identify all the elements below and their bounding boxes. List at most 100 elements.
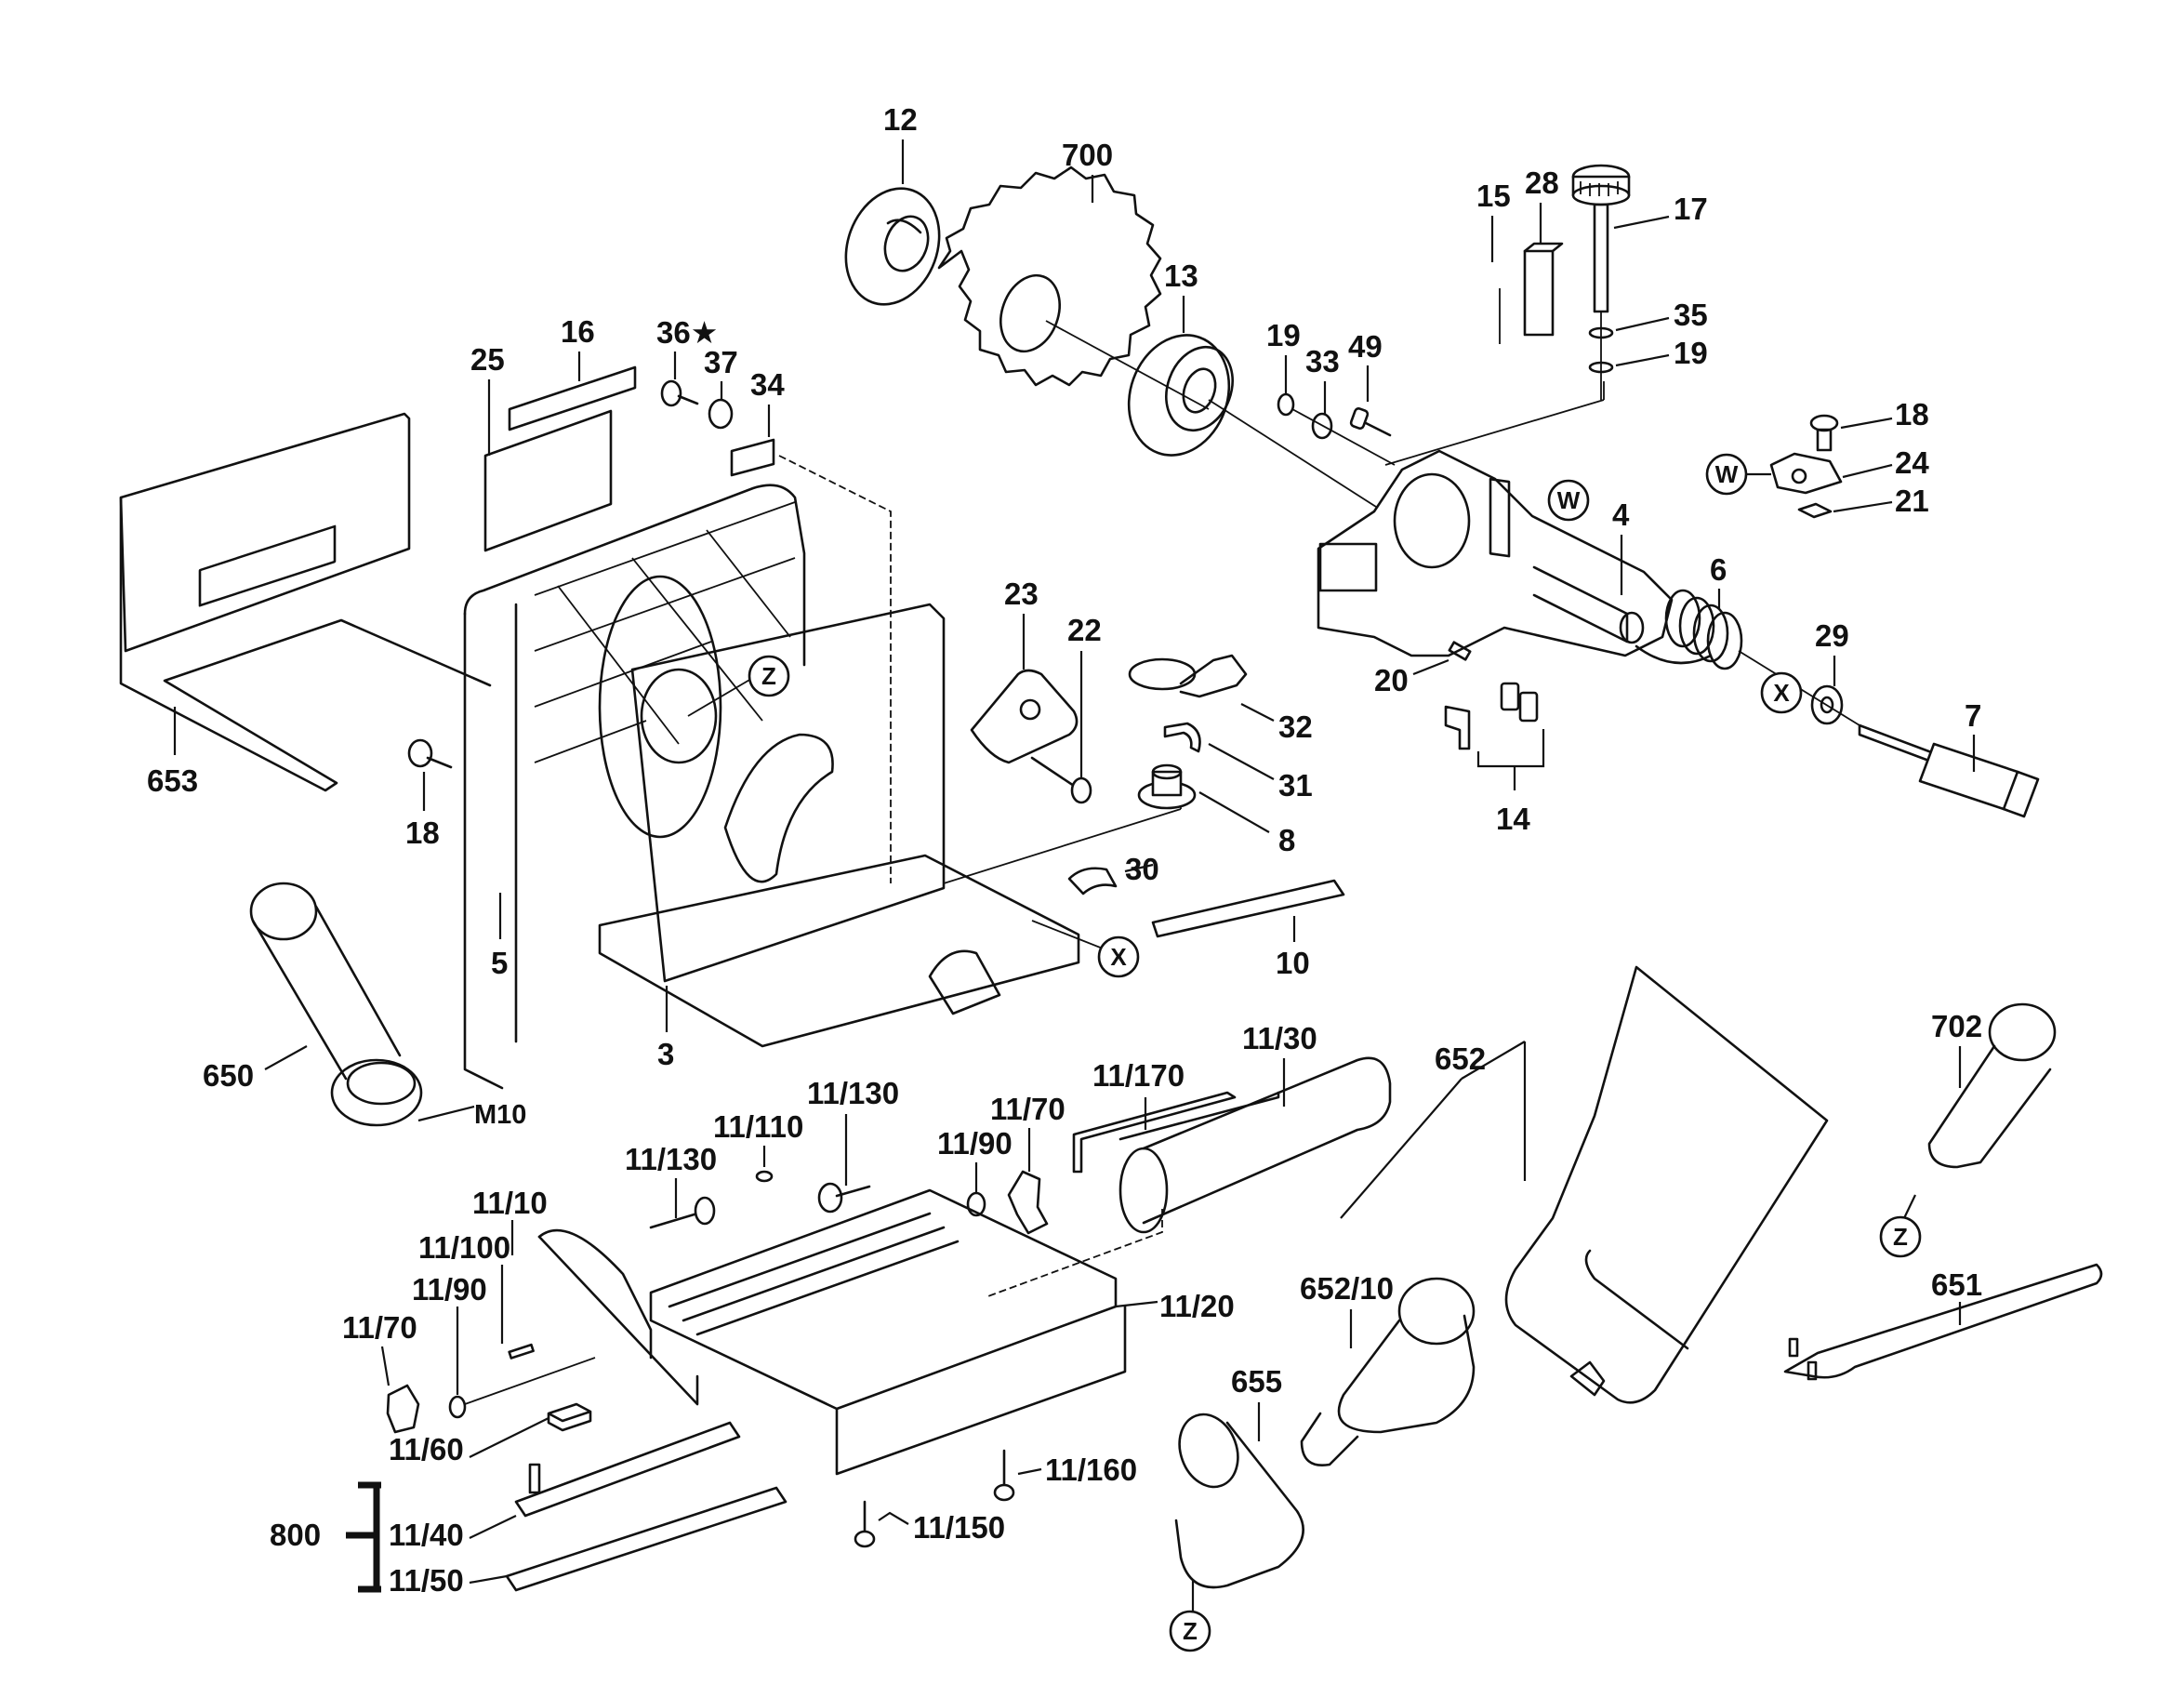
label-8: 8 [1278, 823, 1295, 857]
label-11-70a: 11/70 [990, 1092, 1066, 1126]
dust-bag-652 [1504, 965, 1829, 1404]
label-11-130b: 11/130 [807, 1076, 899, 1110]
adapter-702 [1927, 1002, 2057, 1169]
screw-11-150 [854, 1500, 876, 1548]
leader-21 [1833, 500, 1893, 513]
marker-z-text: Z [761, 662, 776, 690]
label-11-100: 11/100 [418, 1230, 510, 1265]
lever-23 [970, 669, 1079, 764]
marker-w-right: W [1705, 453, 1771, 496]
saw-blade-700 [937, 166, 1162, 387]
rail-11-40 [514, 1421, 741, 1518]
hex-key-11-170 [1072, 1091, 1280, 1174]
label-4: 4 [1612, 497, 1630, 532]
label-800: 800 [270, 1518, 321, 1552]
label-22: 22 [1067, 613, 1102, 647]
label-29: 29 [1815, 618, 1849, 653]
screw-18b [407, 738, 453, 769]
washer-11-90b [448, 1395, 467, 1419]
leader-652 [1340, 1041, 1527, 1219]
leader-11-150 [878, 1511, 909, 1525]
brush-set-14 [1444, 682, 1539, 750]
group-bracket-800 [346, 1481, 381, 1593]
leader-11-20 [1115, 1300, 1158, 1308]
guard-653 [119, 412, 492, 792]
marker-x-shaft: X [1760, 671, 1803, 714]
rail-11-50 [505, 1486, 788, 1592]
leader-32 [1240, 703, 1275, 722]
screw-11-130b [817, 1182, 871, 1214]
spanner-651 [1783, 1263, 2103, 1381]
leader-14 [1476, 729, 1545, 768]
pad-11-60 [547, 1402, 592, 1432]
label-36-star: 36★ [656, 315, 718, 350]
label-11-50: 11/50 [389, 1563, 464, 1598]
label-25 [483, 409, 613, 552]
leader-31 [1208, 743, 1275, 780]
label-10: 10 [1276, 946, 1310, 980]
marker-w-housing: W [1547, 479, 1590, 522]
label-M10: M10 [474, 1100, 526, 1130]
leader-650 [264, 1045, 308, 1070]
label-33: 33 [1305, 344, 1340, 378]
part-labels: 12 700 13 15 28 17 35 19 19 33 49 18 24 … [147, 102, 1982, 1598]
screw-49 [1349, 407, 1392, 437]
ring-11-110 [755, 1170, 774, 1183]
nut-21 [1797, 502, 1833, 519]
leader-11-40 [469, 1515, 517, 1539]
clip-31 [1163, 722, 1201, 753]
label-11-60: 11/60 [389, 1432, 464, 1466]
label-651: 651 [1931, 1267, 1982, 1302]
label-14: 14 [1496, 802, 1530, 836]
label-25: 25 [470, 342, 505, 377]
leader-11-70b [380, 1346, 390, 1386]
lever-32 [1128, 654, 1248, 698]
label-49: 49 [1348, 329, 1383, 364]
marker-w-text: W [1557, 486, 1581, 514]
leader-24 [1842, 463, 1893, 479]
knob-11-70b [386, 1384, 420, 1434]
label-11-30: 11/30 [1242, 1021, 1317, 1055]
washer-19 [1277, 392, 1295, 417]
leader-19b [1615, 353, 1670, 367]
label-19-knob: 19 [1674, 336, 1708, 370]
axis-line-blade [1045, 320, 1210, 410]
label-35: 35 [1674, 298, 1708, 332]
adapter-652-10 [1300, 1277, 1476, 1467]
label-24: 24 [1895, 445, 1929, 480]
label-7: 7 [1965, 698, 1981, 733]
label-18-right: 18 [1895, 397, 1929, 431]
leader-M10 [417, 1105, 475, 1122]
screw-36 [660, 379, 699, 407]
base-plate-3 [598, 603, 1080, 1048]
marker-z-text: Z [1893, 1223, 1908, 1251]
elbow-655 [1174, 1413, 1304, 1589]
tube-11-30 [1118, 1056, 1392, 1234]
depth-knob-17 [1571, 164, 1631, 313]
label-11-10: 11/10 [472, 1186, 548, 1220]
marker-x-text: X [1773, 679, 1790, 707]
guide-frame-11-20 [537, 1188, 1127, 1476]
connector-line-8 [943, 808, 1182, 884]
flange-13 [1127, 334, 1234, 457]
knob-11-70a [1007, 1170, 1049, 1235]
label-19: 19 [1266, 318, 1301, 352]
label-3: 3 [657, 1037, 674, 1071]
handle-650 [249, 882, 423, 1127]
label-21: 21 [1895, 484, 1929, 518]
label-652-10: 652/10 [1300, 1271, 1394, 1306]
label-11-70b: 11/70 [342, 1310, 417, 1345]
screw-22 [1030, 756, 1092, 804]
label-28: 28 [1525, 166, 1559, 200]
label-17: 17 [1674, 192, 1708, 226]
leader-35 [1615, 316, 1670, 332]
leader-8 [1198, 791, 1270, 833]
label-12: 12 [883, 102, 918, 137]
marker-x-text: X [1110, 943, 1127, 971]
label-11-170: 11/170 [1092, 1058, 1185, 1093]
flange-12 [844, 187, 941, 306]
label-16: 16 [561, 314, 595, 349]
label-23: 23 [1004, 577, 1039, 611]
leader-20 [1412, 658, 1449, 676]
spring-20 [1448, 641, 1472, 661]
